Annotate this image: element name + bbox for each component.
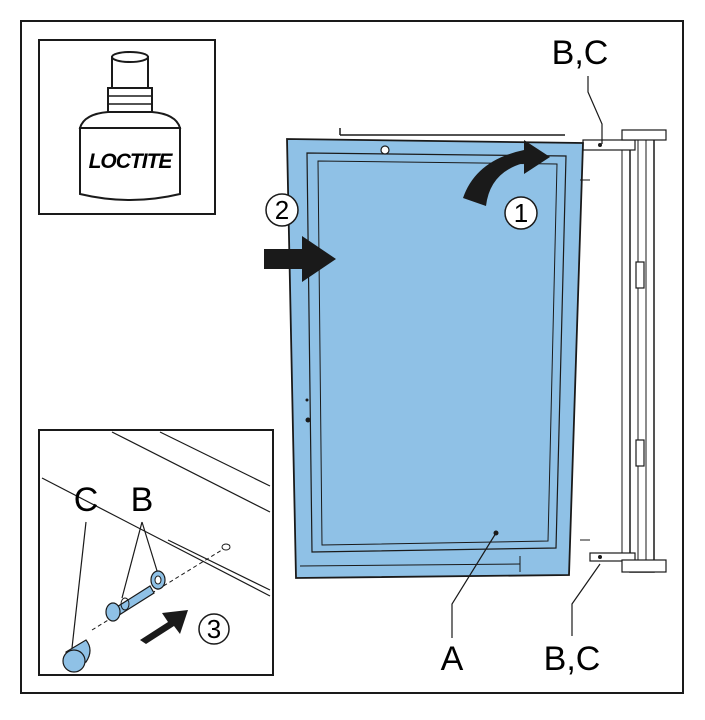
leader-a bbox=[451, 532, 497, 638]
hinge-frame bbox=[582, 129, 667, 573]
panel-hole bbox=[380, 145, 390, 155]
step-3-label: 3 bbox=[207, 614, 221, 644]
loctite-inset: LOCTITE bbox=[38, 39, 216, 215]
loctite-brand-text: LOCTITE bbox=[89, 150, 174, 173]
panel-a bbox=[286, 138, 590, 579]
step-1-circle bbox=[504, 196, 538, 230]
label-bottom-bc: B,C bbox=[544, 640, 601, 678]
push-arrow bbox=[264, 236, 336, 282]
step-3-circle bbox=[198, 613, 230, 645]
step-1-label: 1 bbox=[514, 198, 528, 228]
washer-icon bbox=[150, 570, 166, 590]
diagram-frame bbox=[20, 20, 684, 694]
step-2-label: 2 bbox=[275, 195, 289, 225]
label-c: C bbox=[74, 481, 99, 519]
rotate-arrow bbox=[463, 140, 550, 206]
cap-icon bbox=[62, 639, 91, 673]
leader-bottom-bc bbox=[571, 563, 601, 636]
loctite-bottle-icon: LOCTITE bbox=[78, 51, 182, 201]
label-a: A bbox=[441, 640, 464, 678]
panel-lock bbox=[305, 417, 311, 423]
leader-top-bc bbox=[587, 76, 603, 144]
insert-arrow bbox=[140, 610, 188, 644]
pin-detail-inset: C B 3 bbox=[38, 429, 274, 676]
bolt-icon bbox=[105, 585, 155, 622]
label-top-bc: B,C bbox=[552, 34, 609, 72]
label-b: B bbox=[131, 481, 154, 519]
step-2-circle bbox=[265, 193, 299, 227]
